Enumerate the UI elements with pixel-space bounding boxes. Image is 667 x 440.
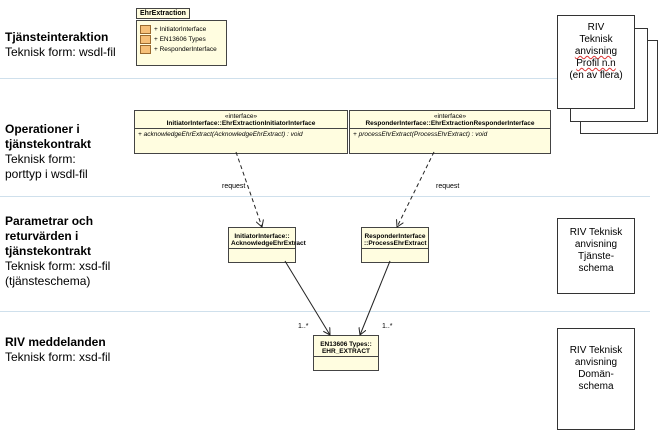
row-title: RIV meddelanden: [5, 335, 106, 349]
multiplicity-left: 1..*: [298, 323, 309, 330]
package-icon: [140, 25, 151, 34]
row-parameters: Parametrar och returvärden i tjänstekont…: [5, 214, 125, 289]
interface-operation: + processEhrExtract(ProcessEhrExtract) :…: [353, 131, 488, 138]
class-process-ehr-extract[interactable]: ResponderInterface ::ProcessEhrExtract: [361, 227, 429, 263]
package-icon: [140, 45, 151, 54]
responder-interface[interactable]: «interface» ResponderInterface::EhrExtra…: [349, 110, 551, 154]
package-tab[interactable]: EhrExtraction: [136, 8, 190, 19]
interface-header: «interface» InitiatorInterface::EhrExtra…: [135, 111, 347, 129]
package-item[interactable]: + InitiatorInterface: [140, 25, 226, 34]
row-operations: Operationer i tjänstekontrakt Teknisk fo…: [5, 122, 135, 182]
row-subtitle: Teknisk form: xsd-fil: [5, 350, 111, 364]
interface-operation: + acknowledgeEhrExtract(AcknowledgeEhrEx…: [138, 131, 303, 138]
interface-header: «interface» ResponderInterface::EhrExtra…: [350, 111, 550, 129]
initiator-interface[interactable]: «interface» InitiatorInterface::EhrExtra…: [134, 110, 348, 154]
package-item[interactable]: + ResponderInterface: [140, 45, 226, 54]
separator-1: [0, 78, 650, 79]
row-subtitle: Teknisk form: xsd-fil: [5, 259, 111, 273]
multiplicity-right: 1..*: [382, 323, 393, 330]
row-riv-messages: RIV meddelanden Teknisk form: xsd-fil: [5, 335, 110, 365]
request-dependency-left: [235, 151, 262, 227]
separator-3: [0, 311, 650, 312]
doc-domain-schema: RIV Teknisk anvisning Domän- schema: [557, 328, 635, 430]
row-title: Tjänsteinteraktion: [5, 30, 109, 44]
association-left: [284, 260, 330, 335]
row-subtitle: (tjänsteschema): [5, 274, 91, 288]
row-subtitle: Teknisk form:: [5, 152, 76, 166]
request-dependency-right: [397, 151, 435, 227]
class-ehr-extract[interactable]: EN13606 Types:: EHR_EXTRACT: [313, 335, 379, 371]
separator-2: [0, 196, 650, 197]
row-subtitle: porttyp i wsdl-fil: [5, 167, 88, 181]
request-label-left: request: [222, 183, 246, 190]
request-label-right: request: [436, 183, 460, 190]
package-ehrextraction[interactable]: + InitiatorInterface + EN13606 Types + R…: [136, 20, 227, 66]
row-title: Operationer i tjänstekontrakt: [5, 122, 92, 151]
row-service-interaction: Tjänsteinteraktion Teknisk form: wsdl-fi…: [5, 30, 116, 60]
doc-service-schema: RIV Teknisk anvisning Tjänste- schema: [557, 218, 635, 294]
association-right: [360, 260, 391, 335]
package-icon: [140, 35, 151, 44]
package-item[interactable]: + EN13606 Types: [140, 35, 226, 44]
doc-profile: RIV Teknisk anvisning Profil n.n (en av …: [557, 15, 635, 109]
row-subtitle: Teknisk form: wsdl-fil: [5, 45, 116, 59]
row-title: Parametrar och returvärden i tjänstekont…: [5, 214, 94, 258]
